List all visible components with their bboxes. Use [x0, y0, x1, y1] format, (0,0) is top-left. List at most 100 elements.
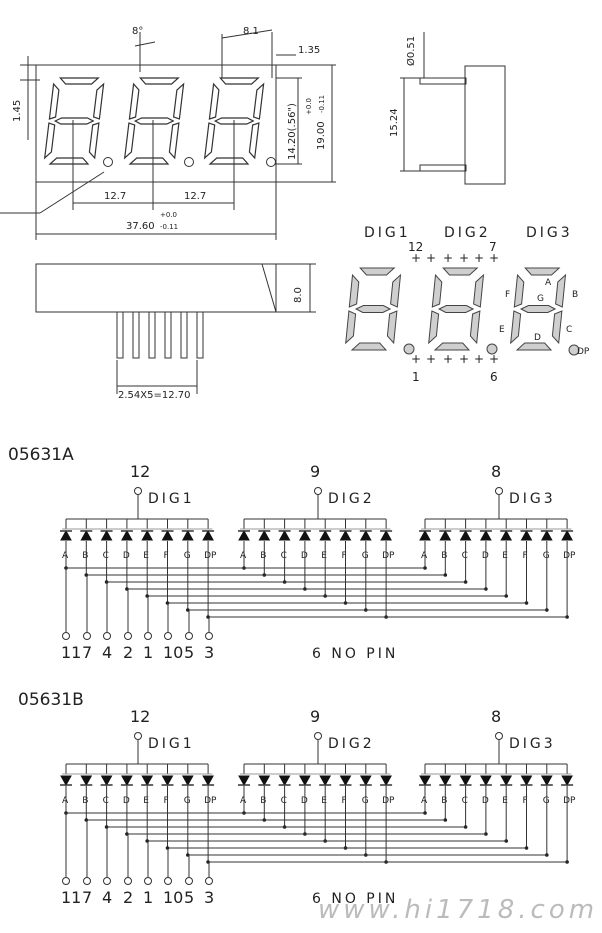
side-lead-bottom: [419, 164, 467, 172]
pin-terminal: [205, 632, 213, 640]
common-pin-8: 8: [491, 707, 501, 726]
front-digit-3-seg-a: [218, 77, 260, 85]
dim-tol-bottom: -0.11: [160, 223, 178, 231]
led-diode: [202, 529, 214, 541]
bottom-pin-4: 4: [102, 643, 112, 662]
front-digit-1-seg-g: [53, 117, 95, 125]
junction-dot: [463, 580, 468, 584]
pin-terminal: [164, 632, 172, 640]
bottom-pin-7: 7: [82, 888, 92, 907]
led-diode: [141, 775, 154, 787]
pinout-digit-2-seg-g: [437, 305, 475, 313]
led-diode: [258, 529, 271, 541]
bottom-pin-5: 5: [184, 888, 194, 907]
pinout-view: ++++++++++++: [345, 251, 580, 366]
front-digit-2-seg-e: [123, 122, 136, 160]
bottom-pin-1: 1: [143, 888, 153, 907]
common-pin-12: 12: [130, 462, 150, 481]
led-diode: [141, 529, 154, 541]
pin-terminal: [205, 877, 213, 885]
led-diode: [540, 529, 553, 541]
pinout-dig2: DIG2: [444, 225, 491, 241]
pin-1-label: 1: [412, 370, 420, 384]
pinout-dig1: DIG1: [364, 225, 411, 241]
led-diode: [161, 529, 174, 541]
pin-terminal: [124, 632, 132, 640]
front-dp-2: [184, 157, 194, 167]
dim-height: 19.00: [316, 121, 327, 150]
segment-label: F: [342, 551, 347, 561]
pin-terminal: [164, 877, 172, 885]
led-diode: [121, 529, 133, 541]
dim-pin-pitch: 2.54X5=12.70: [118, 390, 191, 401]
pinout-digit-3-seg-f: [513, 273, 525, 308]
bottom-pin-11: 11: [61, 888, 81, 907]
bottom-pin-2: 2: [123, 888, 133, 907]
led-diode: [100, 529, 113, 541]
segment-label: C: [462, 551, 468, 561]
bottom-pin-3: 3: [204, 888, 214, 907]
seg-letter-dp: DP: [577, 347, 590, 357]
dim-margin: 1.45: [12, 100, 23, 122]
pin-terminal: [144, 632, 152, 640]
pin-top-mark-6: +: [489, 251, 499, 265]
led-diode: [380, 775, 392, 787]
bottom-pin-10: 10: [163, 888, 183, 907]
led-diode: [278, 529, 291, 541]
common-terminal: [314, 732, 322, 740]
segment-label: B: [260, 551, 266, 561]
pin-terminal: [83, 877, 91, 885]
seg-letter-d: D: [534, 333, 541, 343]
pinout-dig3: DIG3: [526, 225, 573, 241]
front-digit-3-seg-b: [252, 82, 265, 120]
schem-digit-label: DIG1: [148, 491, 195, 507]
dim-height-tol-top: +0.0: [305, 98, 313, 115]
seg-letter-a: A: [545, 278, 552, 288]
pin-top-mark-5: +: [474, 251, 484, 265]
bottom-pin-2: 2: [123, 643, 133, 662]
common-pin-12: 12: [130, 707, 150, 726]
segment-label: F: [523, 796, 528, 806]
segment-label: E: [502, 796, 508, 806]
front-digit-3-seg-f: [208, 82, 220, 120]
segment-label: C: [281, 796, 287, 806]
pin-12-label: 12: [408, 240, 423, 254]
seg-letter-f: F: [505, 290, 510, 300]
junction-dot: [484, 832, 488, 836]
common-terminal: [495, 487, 503, 495]
front-digit-1-seg-c: [88, 122, 100, 160]
watermark: www.hi1718.com: [318, 895, 598, 925]
segment-label: B: [82, 551, 88, 561]
common-pin-9: 9: [310, 707, 320, 726]
pinout-digit-3-seg-b: [555, 273, 567, 308]
segment-label: E: [143, 551, 149, 561]
front-digit-3-seg-c: [248, 122, 260, 160]
pinout-dp-2: [486, 343, 498, 355]
common-terminal: [495, 732, 503, 740]
led-diode: [419, 529, 431, 541]
segment-label: C: [103, 551, 109, 561]
led-diode: [202, 775, 214, 787]
dim-seg-width: 8.1: [243, 26, 259, 37]
pinout-digit-2-seg-d: [433, 342, 471, 351]
front-digit-2-seg-a: [138, 77, 180, 85]
led-diode: [359, 529, 372, 541]
segment-label: DP: [563, 551, 576, 561]
dim-pitch-1: 12.7: [104, 191, 126, 202]
dim-angle-arc: [134, 41, 156, 47]
segment-label: E: [321, 796, 327, 806]
led-diode: [419, 775, 431, 787]
pinout-digit-3-seg-g: [519, 305, 557, 313]
pin-terminal: [124, 877, 132, 885]
front-digit-2-seg-f: [128, 82, 140, 120]
led-diode: [181, 529, 194, 541]
bottom-pin-2: [132, 311, 140, 359]
led-diode: [540, 775, 553, 787]
pin-7-label: 7: [489, 240, 497, 254]
pin-terminal: [144, 877, 152, 885]
pin-terminal: [62, 877, 70, 885]
front-digit-3-seg-e: [203, 122, 216, 160]
front-digit-2-seg-c: [168, 122, 180, 160]
segment-label: C: [103, 796, 109, 806]
